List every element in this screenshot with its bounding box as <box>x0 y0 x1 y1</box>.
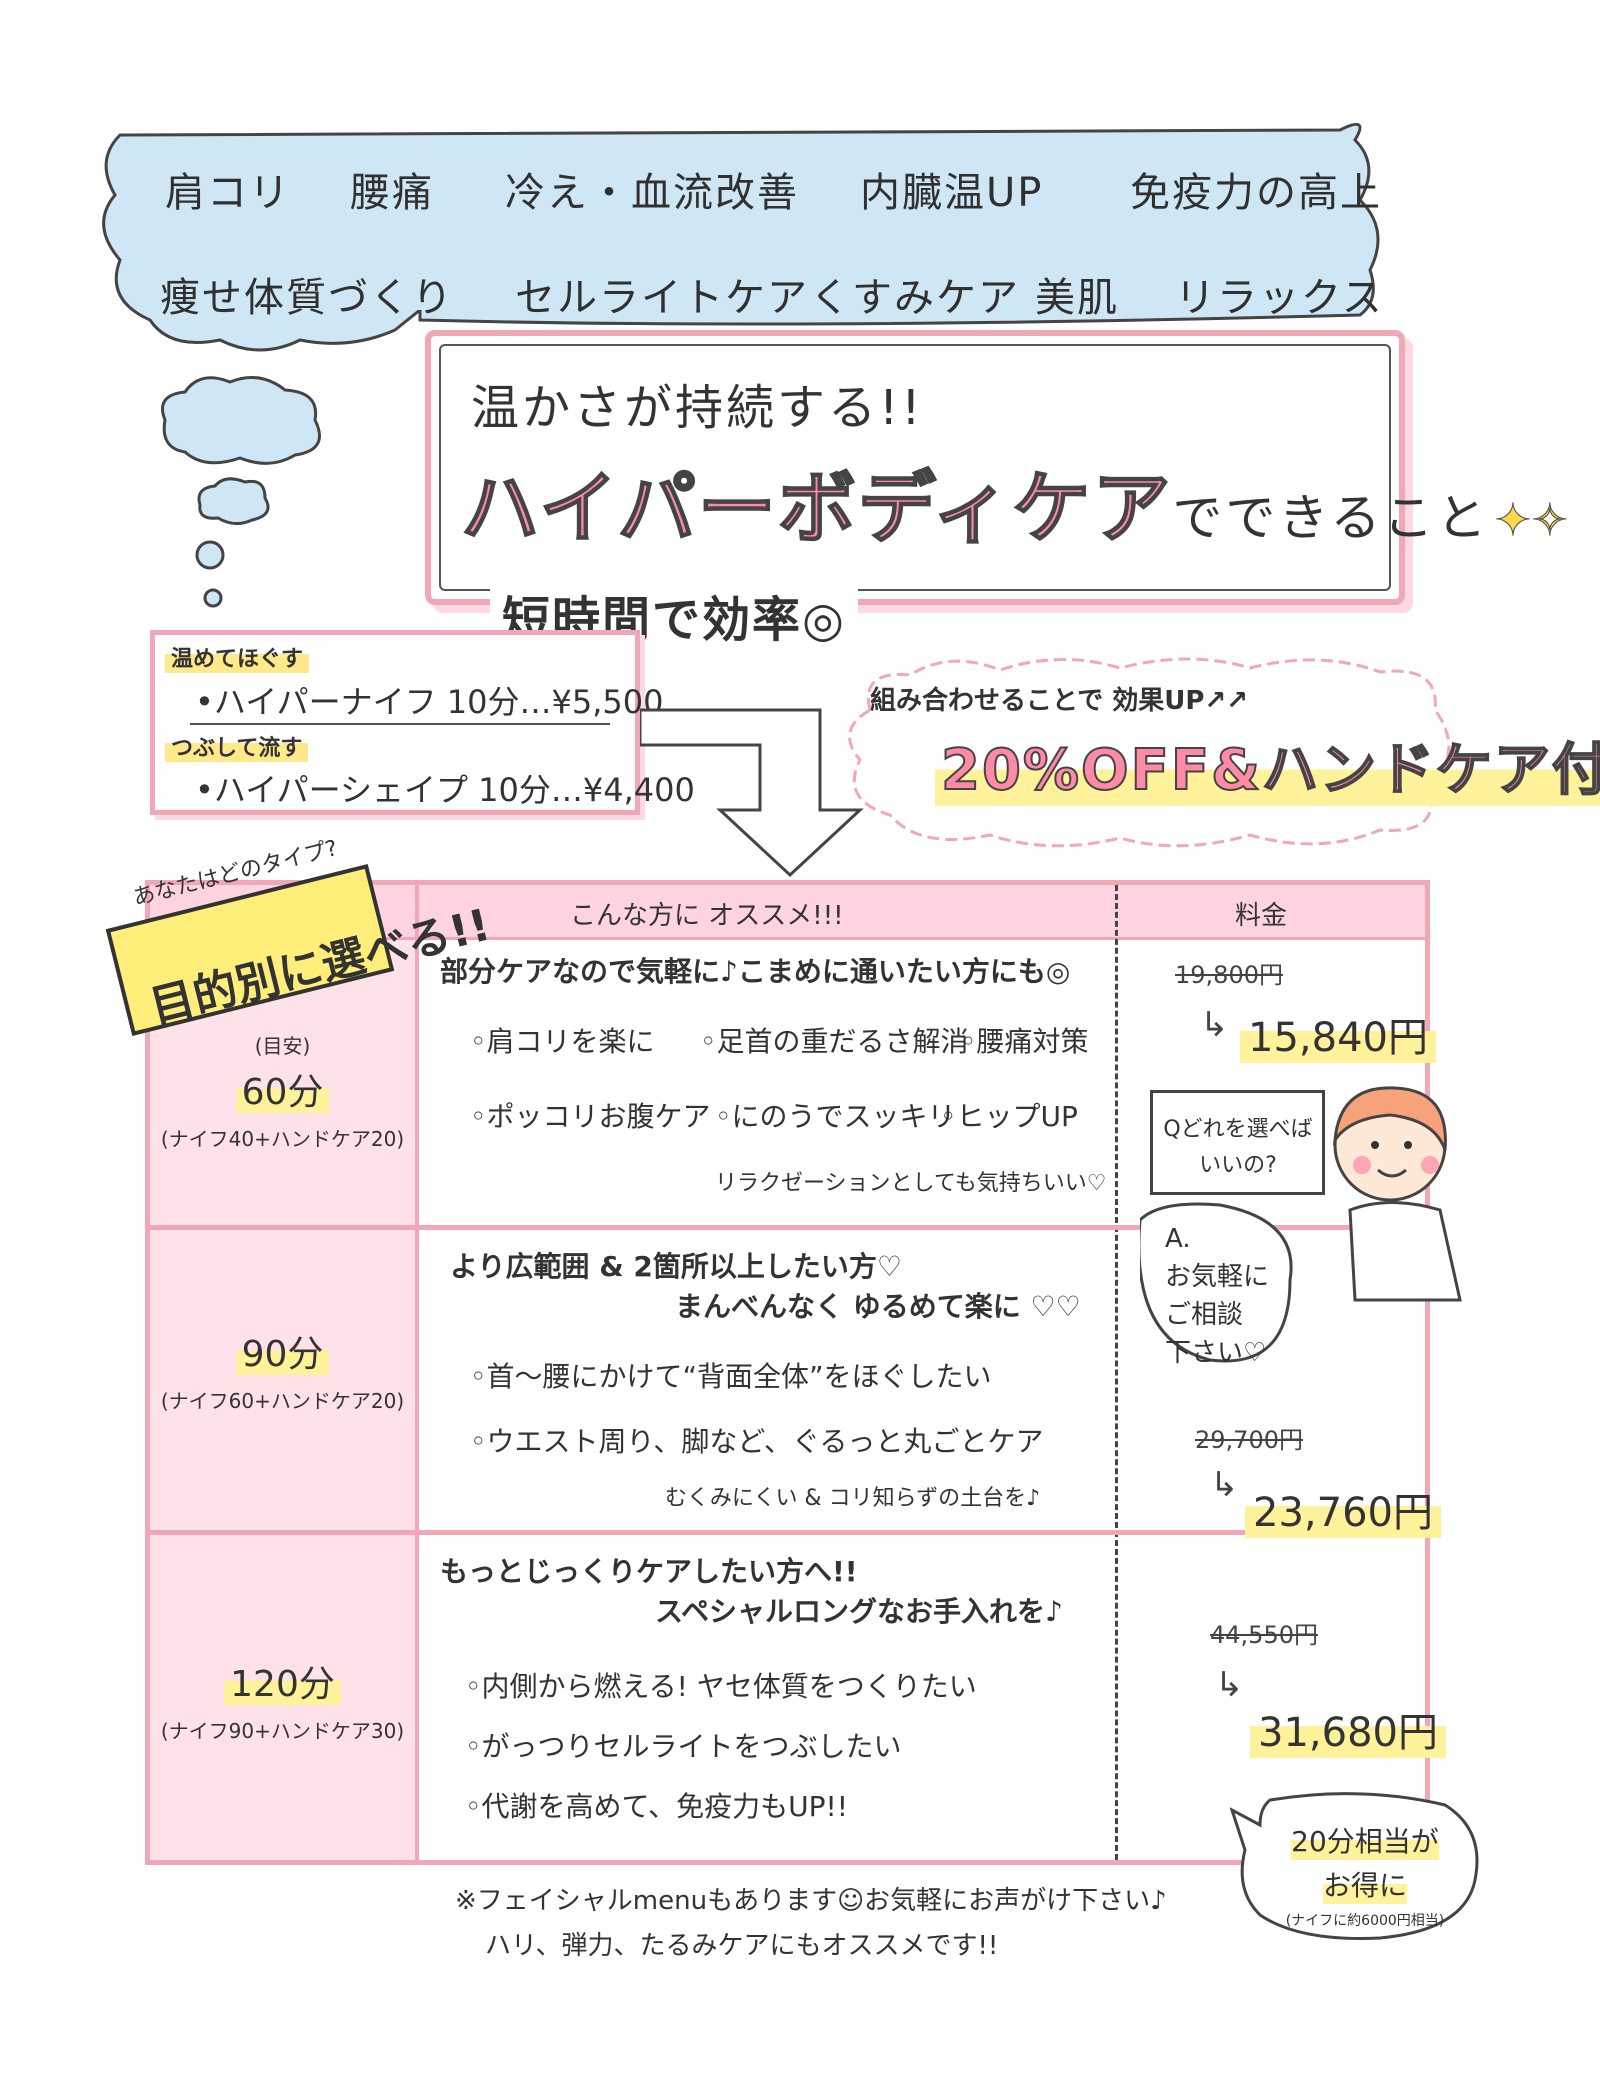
benefit-organ-warmth: 内臓温UP <box>860 170 1044 216</box>
duration-minutes: 120分 <box>224 1664 341 1705</box>
benefit-cellulite: セルライトケア <box>515 275 809 321</box>
list-item: ◦肩コリを楽に <box>470 1025 655 1058</box>
row-headline-2: スペシャルロングなお手入れを♪ <box>655 1595 1063 1628</box>
answer-line: ご相談 <box>1165 1300 1244 1330</box>
duration-minutes: 60分 <box>235 1072 330 1113</box>
discount-price: 23,760円 <box>1245 1480 1441 1538</box>
savings-note: (ナイフに約6000円相当) <box>1285 1913 1445 1929</box>
footer-note-2: ハリ、弾力、たるみケアにもオススメです!! <box>485 1931 999 1961</box>
duration-note: (目安) <box>254 1034 311 1058</box>
benefit-skin: 美肌 <box>1035 275 1119 321</box>
list-item: ◦代謝を高めて、免疫力もUP!! <box>465 1790 848 1823</box>
option-divider <box>190 723 610 725</box>
question-sign <box>1150 1090 1325 1195</box>
list-item: ◦ポッコリお腹ケア <box>470 1100 711 1133</box>
column-divider <box>415 885 419 1860</box>
original-price: 19,800円 <box>1175 961 1283 989</box>
title-box-inner <box>439 344 1391 591</box>
list-item: ◦がっつりセルライトをつぶしたい <box>465 1730 902 1763</box>
question-text: Qどれを選べば いいの? <box>1163 1117 1313 1178</box>
menu-table: こんな方に オススメ!!! 料金 <box>145 880 1430 1865</box>
option-label-warm: 温めてほぐす <box>165 641 310 673</box>
answer-line: お気軽に <box>1165 1262 1270 1292</box>
row-comment: リラクゼーションとしても気持ちいい♡ <box>715 1171 1107 1196</box>
combo-description: 組み合わせることで 効果UP↗↗ <box>870 686 1249 716</box>
benefit-shoulder: 肩コリ <box>165 170 291 216</box>
options-box: 温めてほぐす •ハイパーナイフ 10分…¥5,500 つぶして流す •ハイパーシ… <box>150 630 695 815</box>
savings-line: お得に <box>1322 1864 1407 1904</box>
benefit-relax: リラックス <box>1175 275 1384 321</box>
benefit-backpain: 腰痛 <box>350 170 434 216</box>
arrow-icon: ↳ <box>1200 1005 1229 1045</box>
list-item: ◦内側から燃える! ヤセ体質をつくりたい <box>465 1670 977 1703</box>
arrow-icon: ↳ <box>1210 1465 1239 1505</box>
answer-line: 下さい♡ <box>1165 1338 1267 1368</box>
table-row-duration: 120分 (ナイフ90+ハンドケア30) <box>150 1655 415 1744</box>
title-rest: でできること <box>1172 489 1490 547</box>
duration-breakdown: (ナイフ90+ハンドケア30) <box>160 1719 405 1743</box>
title-box: 温かさが持続する!! ハイパーボディケアでできること ✦✧ <box>425 330 1569 605</box>
duration-breakdown: (ナイフ40+ハンドケア20) <box>160 1127 405 1151</box>
duration-minutes: 90分 <box>235 1334 330 1375</box>
benefits-cloud <box>102 122 1380 608</box>
row-headline: より広範囲 & 2箇所以上したい方♡ <box>450 1250 902 1283</box>
staff-illustration <box>1140 1086 1462 1363</box>
footer-note: ※フェイシャルmenuもあります☺お気軽にお声がけ下さい♪ <box>455 1886 1167 1916</box>
answer-text: A. お気軽に ご相談 下さい♡ <box>1165 1220 1269 1372</box>
list-item: ◦腰痛対策 <box>960 1025 1089 1058</box>
option-label-flush: つぶして流す <box>165 730 309 762</box>
sparkle-icon: ✦✧ <box>1494 495 1569 547</box>
savings-text: 20分相当が お得に (ナイフに約6000円相当) <box>1270 1820 1460 1930</box>
list-item: ◦ヒップUP <box>940 1100 1078 1133</box>
table-row-duration: 90分 (ナイフ60+ハンドケア20) <box>150 1325 415 1414</box>
page-title: ハイパーボディケアでできること ✦✧ <box>460 446 1569 558</box>
savings-line: 20分相当が <box>1291 1820 1439 1860</box>
header-recommend: こんな方に オススメ!!! <box>570 901 844 931</box>
title-subtitle: 温かさが持続する!! <box>471 380 924 436</box>
duration-breakdown: (ナイフ60+ハンドケア20) <box>160 1389 405 1413</box>
option-hyper-knife: •ハイパーナイフ 10分…¥5,500 <box>195 683 664 721</box>
row-headline: 部分ケアなので気軽に♪こまめに通いたい方にも◎ <box>440 955 1071 988</box>
efficiency-tag: 短時間で効率◎ <box>490 580 858 650</box>
price-column-divider <box>1115 885 1118 1860</box>
row-comment: むくみにくい & コリ知らずの土台を♪ <box>665 1486 1041 1511</box>
answer-line: A. <box>1165 1224 1191 1254</box>
table-row-duration: (目安) 60分 (ナイフ40+ハンドケア20) <box>150 1030 415 1152</box>
header-price: 料金 <box>1235 901 1288 931</box>
discount-price: 15,840円 <box>1240 1005 1436 1063</box>
benefit-slim-body: 痩せ体質づくり <box>160 275 454 321</box>
row-divider <box>150 1225 1425 1230</box>
down-arrow-icon <box>640 708 864 878</box>
original-price: 29,700円 <box>1195 1426 1303 1454</box>
list-item: ◦足首の重だるさ解消 <box>700 1025 969 1058</box>
title-brand: ハイパーボディケア <box>460 463 1173 555</box>
option-hyper-shape: •ハイパーシェイプ 10分…¥4,400 <box>195 771 695 809</box>
combo-offer: 20%OFF&ハンドケア付 <box>935 725 1600 806</box>
list-item: ◦ウエスト周り、脚など、ぐるっと丸ごとケア <box>470 1425 1044 1458</box>
list-item: ◦首〜腰にかけて“背面全体”をほぐしたい <box>470 1360 992 1393</box>
discount-price: 31,680円 <box>1250 1700 1446 1758</box>
benefit-immunity: 免疫力の高上 <box>1130 170 1382 216</box>
row-divider <box>150 1530 1425 1535</box>
arrow-icon: ↳ <box>1215 1665 1244 1705</box>
benefit-dullness: くすみケア <box>810 275 1020 321</box>
benefit-circulation: 冷え・血流改善 <box>505 170 799 216</box>
row-headline: もっとじっくりケアしたい方へ!! <box>440 1555 858 1588</box>
original-price: 44,550円 <box>1210 1621 1318 1649</box>
row-headline-2: まんべんなく ゆるめて楽に ♡♡ <box>675 1290 1081 1323</box>
list-item: ◦にのうでスッキリ <box>715 1100 956 1133</box>
